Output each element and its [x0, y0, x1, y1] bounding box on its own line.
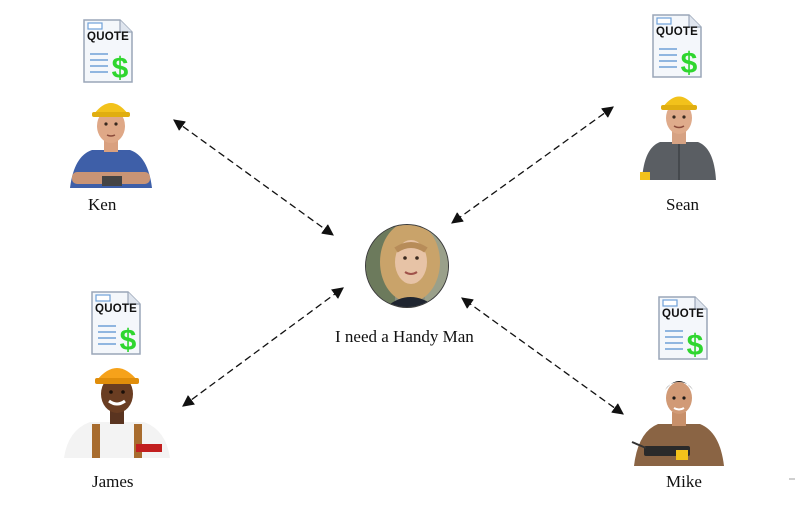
price-quote-icon: $	[91, 291, 141, 357]
arrow-james-to-center	[182, 287, 344, 407]
handyman-name-james: James	[92, 472, 134, 491]
quote-document-icon: $ QUOTE	[651, 13, 703, 80]
price-quote-icon: $	[83, 19, 133, 85]
handyman-name-ken: Ken	[88, 195, 117, 214]
handyman-name-sean: Sean	[666, 195, 700, 214]
handyman-james-figure	[64, 368, 170, 458]
handyman-sean-figure	[640, 96, 716, 180]
quote-label: QUOTE	[87, 31, 129, 43]
svg-text:$: $	[120, 324, 137, 356]
divider	[789, 478, 795, 480]
quote-label: QUOTE	[95, 303, 137, 315]
quote-label: QUOTE	[656, 26, 698, 38]
arrow-mike-to-center	[461, 297, 624, 415]
price-quote-icon: $	[658, 296, 708, 362]
center-caption: I need a Handy Man	[335, 327, 474, 346]
svg-text:$: $	[687, 329, 704, 361]
handyman-name-mike: Mike	[666, 472, 702, 491]
customer-avatar	[365, 224, 449, 308]
quote-document-icon: $ QUOTE	[90, 290, 142, 357]
svg-text:$: $	[681, 47, 698, 79]
handyman-mike-figure	[631, 381, 724, 466]
handyman-ken-figure	[70, 103, 152, 188]
quote-document-icon: $ QUOTE	[657, 295, 709, 362]
quote-document-icon: $ QUOTE	[82, 18, 134, 85]
quote-label: QUOTE	[662, 308, 704, 320]
arrow-ken-to-center	[173, 119, 334, 236]
price-quote-icon: $	[652, 14, 702, 80]
arrow-sean-to-center	[451, 106, 614, 224]
svg-text:$: $	[112, 52, 129, 84]
